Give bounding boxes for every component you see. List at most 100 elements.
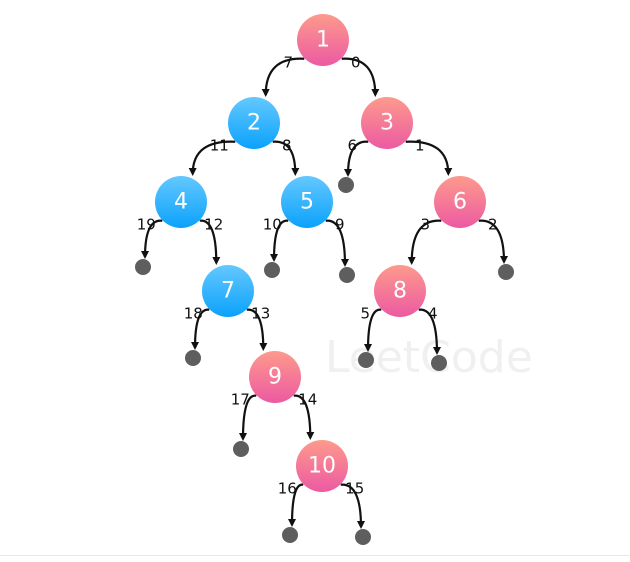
- edge-6-8: 3: [407, 216, 442, 265]
- edge-arrow: [405, 140, 453, 176]
- edge-weight-label: 9: [335, 216, 345, 234]
- edge-5-L5a: 10: [263, 216, 289, 262]
- edge-weight-label: 17: [231, 391, 250, 409]
- edge-arrow: [293, 394, 315, 440]
- edge-weight-label: 18: [184, 305, 203, 323]
- node-circle: [228, 97, 280, 149]
- edge-arrow: [188, 140, 236, 176]
- edge-weight-label: 3: [421, 216, 431, 234]
- edge-arrow: [344, 140, 369, 177]
- edge-arrow: [341, 57, 380, 97]
- tree-node-10: 10: [296, 440, 348, 492]
- edge-9-L9: 17: [231, 391, 257, 441]
- edge-weight-label: 2: [488, 216, 498, 234]
- edge-2-5: 8: [272, 137, 300, 176]
- node-circle: [374, 265, 426, 317]
- edge-6-L6: 2: [478, 216, 508, 264]
- edge-arrow: [199, 219, 221, 265]
- edge-weight-label: 11: [210, 137, 229, 155]
- tree-node-2: 2: [228, 97, 280, 149]
- edge-5-L5b: 9: [325, 216, 349, 267]
- edge-arrow: [478, 219, 508, 264]
- edge-arrow: [340, 483, 365, 529]
- node-label: 8: [393, 279, 407, 304]
- tree-node-3: 3: [361, 97, 413, 149]
- edge-arrow: [261, 57, 305, 97]
- null-leaf-node: [498, 264, 514, 280]
- edge-10-L10a: 16: [278, 480, 304, 527]
- edge-1-3: 0: [341, 54, 380, 97]
- node-circle: [249, 351, 301, 403]
- edge-arrow: [246, 308, 268, 351]
- null-leaf-node: [264, 262, 280, 278]
- edge-10-L10b: 15: [340, 480, 365, 529]
- node-label: 5: [300, 190, 314, 215]
- edge-arrow: [272, 140, 300, 176]
- edge-arrow: [239, 394, 257, 441]
- tree-node-9: 9: [249, 351, 301, 403]
- null-leaf-node: [431, 355, 447, 371]
- tree-node-8: 8: [374, 265, 426, 317]
- node-circle: [155, 176, 207, 228]
- edge-weight-label: 12: [204, 216, 223, 234]
- tree-node-6: 6: [434, 176, 486, 228]
- node-label: 9: [268, 365, 282, 390]
- edge-weight-label: 15: [345, 480, 364, 498]
- edge-arrow: [288, 483, 304, 527]
- null-leaf-node: [339, 267, 355, 283]
- edge-weight-label: 0: [351, 54, 361, 72]
- tree-node-4: 4: [155, 176, 207, 228]
- edge-arrow: [364, 308, 382, 352]
- edge-7-9: 13: [246, 305, 270, 351]
- null-leaf-node: [185, 350, 201, 366]
- edge-weight-label: 6: [348, 137, 358, 155]
- edge-weight-label: 14: [298, 391, 317, 409]
- edge-weight-label: 10: [263, 216, 282, 234]
- node-label: 2: [247, 111, 261, 136]
- edge-1-2: 7: [261, 54, 305, 97]
- node-label: 7: [221, 279, 235, 304]
- edge-weight-label: 13: [251, 305, 270, 323]
- edge-weight-label: 16: [278, 480, 297, 498]
- edge-weight-label: 19: [137, 216, 156, 234]
- edge-2-4: 11: [188, 137, 236, 176]
- tree-node-7: 7: [202, 265, 254, 317]
- null-leaf-node: [135, 259, 151, 275]
- null-leaf-node: [355, 529, 371, 545]
- null-leaf-node: [233, 441, 249, 457]
- edge-arrow: [270, 219, 289, 262]
- edge-weight-label: 1: [415, 137, 425, 155]
- node-label: 1: [316, 28, 330, 53]
- edge-arrow: [191, 308, 210, 350]
- node-label: 3: [380, 111, 394, 136]
- edge-7-L7: 18: [184, 305, 210, 350]
- edge-8-L8a: 5: [361, 305, 382, 352]
- tree-node-1: 1: [297, 14, 349, 66]
- node-circle: [361, 97, 413, 149]
- node-circle: [281, 176, 333, 228]
- edge-arrow: [325, 219, 349, 267]
- edge-3-6: 1: [405, 137, 453, 176]
- tree-node-5: 5: [281, 176, 333, 228]
- edge-8-L8b: 4: [418, 305, 441, 355]
- edge-4-L4a: 19: [137, 216, 163, 259]
- node-circle: [202, 265, 254, 317]
- null-leaf-node: [282, 527, 298, 543]
- watermark: LeetCode: [325, 332, 533, 383]
- node-circle: [296, 440, 348, 492]
- edge-arrow: [418, 308, 441, 355]
- edge-4-7: 12: [199, 216, 223, 265]
- edge-arrow: [141, 219, 163, 259]
- null-leaf-node: [338, 177, 354, 193]
- edge-9-10: 14: [293, 391, 317, 440]
- node-label: 4: [174, 190, 188, 215]
- node-circle: [297, 14, 349, 66]
- node-label: 10: [308, 454, 336, 479]
- divider: [0, 555, 630, 556]
- node-circle: [434, 176, 486, 228]
- edge-weight-label: 7: [284, 54, 294, 72]
- node-label: 6: [453, 190, 467, 215]
- null-leaf-node: [358, 352, 374, 368]
